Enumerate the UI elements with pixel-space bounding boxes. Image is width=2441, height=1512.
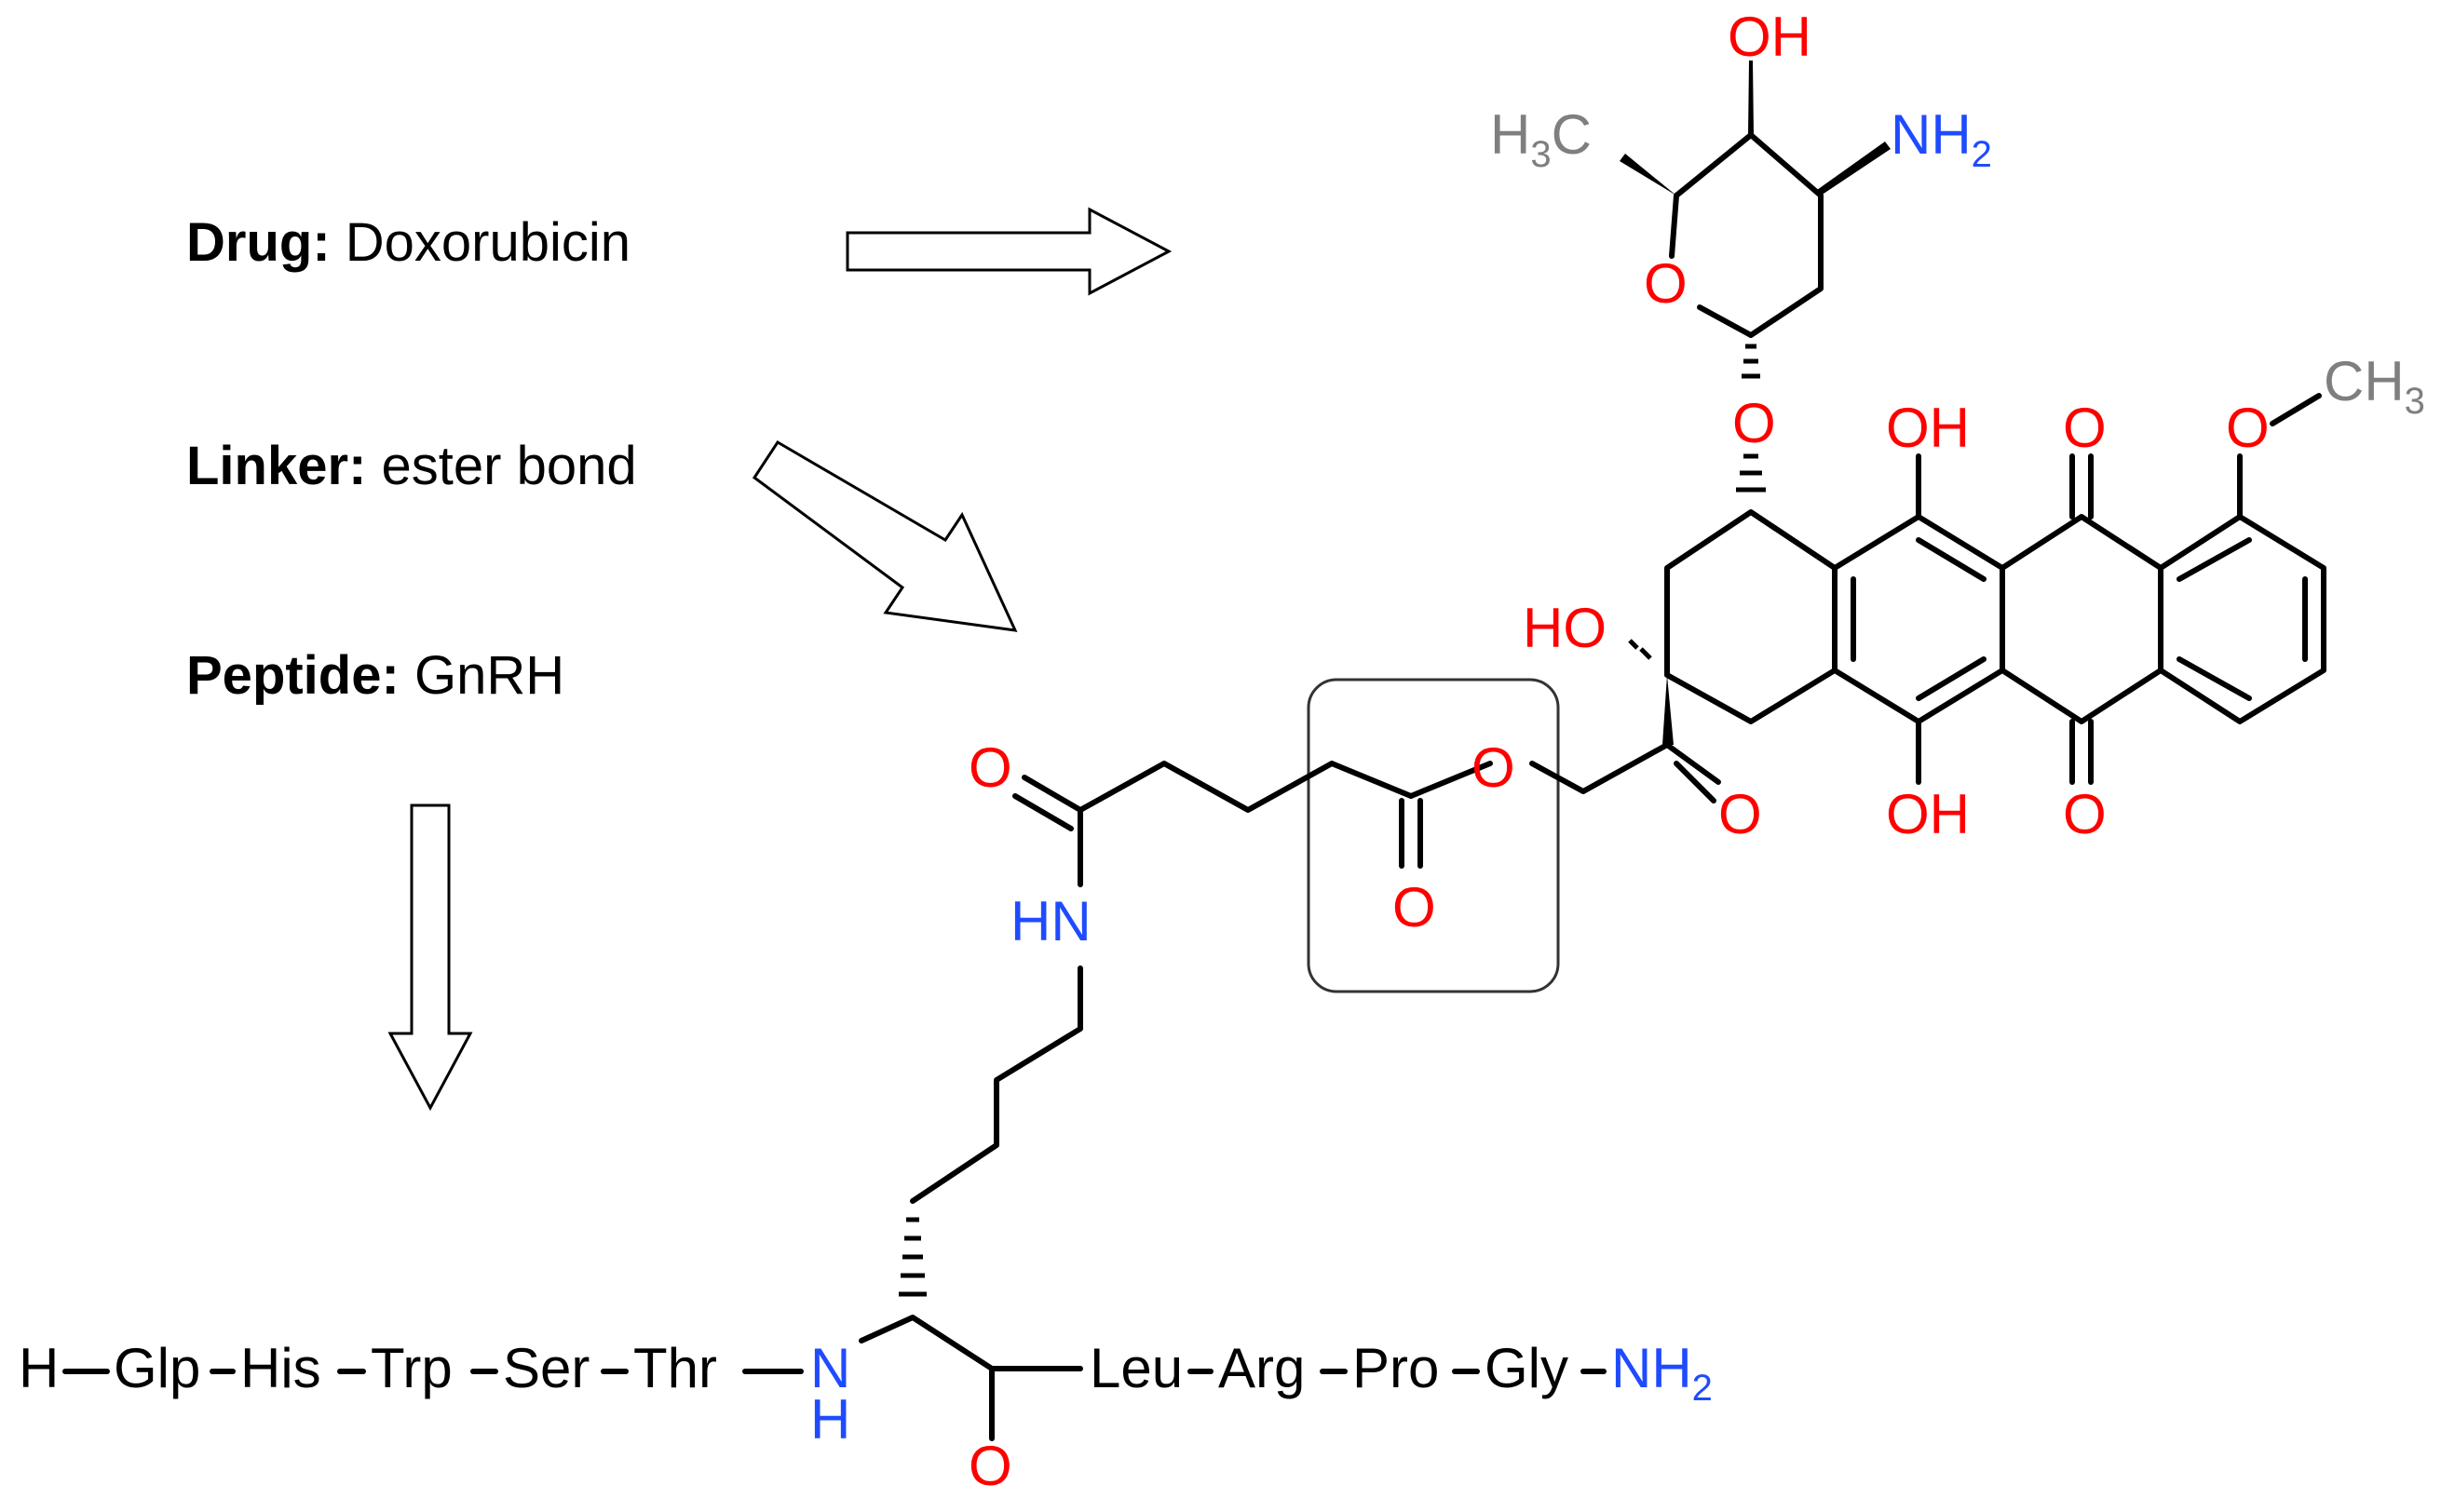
quinone-oxygen-bottom-label: O (2063, 783, 2107, 845)
legend-linker-key: Linker (186, 436, 348, 496)
seq-pro: Pro (1352, 1337, 1439, 1399)
seq-glp: Glp (114, 1337, 200, 1399)
alpha-n-label: N (810, 1337, 850, 1399)
seq-trp: Trp (371, 1337, 453, 1399)
seq-gly: Gly (1485, 1337, 1568, 1399)
arrow-peptide (387, 803, 473, 1112)
ring-oxygen-label: O (1644, 252, 1688, 315)
legend-linker: Linker: ester bond (186, 436, 637, 496)
seq-leu: Leu (1090, 1337, 1183, 1399)
legend-drug: Drug: Doxorubicin (186, 212, 631, 273)
oh-bottom-label: OH (1886, 783, 1970, 845)
legend-drug-key: Drug (186, 212, 312, 273)
seq-arg: Arg (1218, 1337, 1305, 1399)
seq-h: H (19, 1337, 59, 1399)
legend-peptide-value: GnRH (414, 645, 564, 706)
legend-linker-value: ester bond (382, 436, 637, 496)
peptide-sequence: H Glp His Trp Ser Thr Leu Arg Pro Gly NH… (19, 1337, 1713, 1409)
oh-top-label: OH (1886, 397, 1970, 459)
seq-thr: Thr (633, 1337, 717, 1399)
glycosidic-oxygen-label: O (1732, 392, 1776, 454)
h3c-label: H3C (1490, 103, 1592, 175)
ketone-oxygen-label: O (1718, 783, 1762, 845)
seq-his: His (240, 1337, 321, 1399)
legend-drug-value: Doxorubicin (346, 212, 631, 273)
ester-carbonyl-oxygen-label: O (1392, 876, 1436, 938)
seq-nh2: NH2 (1611, 1337, 1713, 1409)
legend-peptide-key: Peptide (186, 645, 382, 706)
arrow-linker (752, 439, 1018, 632)
atom-labels: OH H3C NH2 O O OH O O CH3 HO O O O O OH … (810, 6, 2425, 1497)
hn-label: HN (1010, 890, 1092, 952)
quinone-oxygen-top-label: O (2063, 397, 2107, 459)
alpha-h-label: H (810, 1388, 850, 1451)
seq-ser: Ser (503, 1337, 590, 1399)
nh2-sugar-label: NH2 (1891, 103, 1992, 175)
molecule-bonds (859, 61, 2326, 1441)
amide-oxygen-label: O (969, 736, 1012, 799)
arrow-drug (846, 207, 1173, 296)
ester-bond-highlight-box (1307, 678, 1560, 993)
ho-label: HO (1523, 597, 1607, 659)
oh-sugar-label: OH (1728, 6, 1811, 68)
alpha-carbonyl-oxygen-label: O (969, 1435, 1012, 1497)
methoxy-oxygen-label: O (2226, 397, 2270, 459)
ester-oxygen-label: O (1471, 736, 1515, 799)
legend-peptide: Peptide: GnRH (186, 645, 564, 706)
methoxy-ch3-label: CH3 (2324, 350, 2425, 422)
